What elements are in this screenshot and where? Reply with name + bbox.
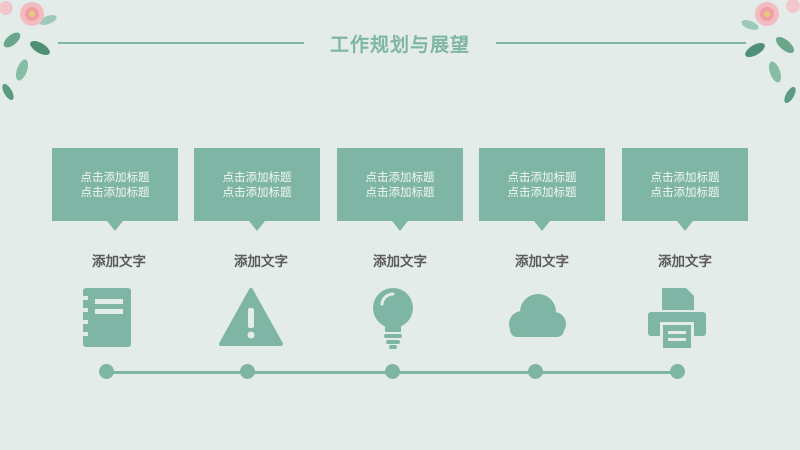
timeline-dot xyxy=(670,364,685,379)
cloud-icon xyxy=(509,294,566,337)
title-card-3[interactable]: 点击添加标题 点击添加标题 xyxy=(337,148,463,231)
title-line-left xyxy=(58,42,304,44)
warning-icon xyxy=(219,288,283,346)
printer-icon xyxy=(648,288,706,348)
floral-corner-left xyxy=(0,1,57,101)
timeline-dot xyxy=(99,364,114,379)
timeline-dot xyxy=(385,364,400,379)
item-subtitle[interactable]: 添加文字 xyxy=(373,254,427,270)
card-line: 点击添加标题 xyxy=(80,184,150,199)
notebook-icon xyxy=(81,288,131,347)
card-line: 点击添加标题 xyxy=(650,169,720,184)
timeline-dot xyxy=(240,364,255,379)
timeline-dot xyxy=(528,364,543,379)
title-card-5[interactable]: 点击添加标题 点击添加标题 xyxy=(622,148,748,231)
card-line: 点击添加标题 xyxy=(222,184,292,199)
title-card-4[interactable]: 点击添加标题 点击添加标题 xyxy=(479,148,605,231)
slide-title: 工作规划与展望 xyxy=(329,34,470,56)
card-line: 点击添加标题 xyxy=(507,184,577,199)
card-line: 点击添加标题 xyxy=(507,169,577,184)
title-line-right xyxy=(496,42,746,44)
card-line: 点击添加标题 xyxy=(365,169,435,184)
lightbulb-icon xyxy=(373,288,413,349)
floral-corner-right xyxy=(741,0,800,104)
item-subtitle[interactable]: 添加文字 xyxy=(92,254,146,270)
card-line: 点击添加标题 xyxy=(80,169,150,184)
card-line: 点击添加标题 xyxy=(365,184,435,199)
title-card-1[interactable]: 点击添加标题 点击添加标题 xyxy=(52,148,178,231)
title-card-2[interactable]: 点击添加标题 点击添加标题 xyxy=(194,148,320,231)
item-subtitle[interactable]: 添加文字 xyxy=(234,254,288,270)
card-line: 点击添加标题 xyxy=(222,169,292,184)
item-subtitle[interactable]: 添加文字 xyxy=(515,254,569,270)
item-subtitle[interactable]: 添加文字 xyxy=(658,254,712,270)
card-line: 点击添加标题 xyxy=(650,184,720,199)
